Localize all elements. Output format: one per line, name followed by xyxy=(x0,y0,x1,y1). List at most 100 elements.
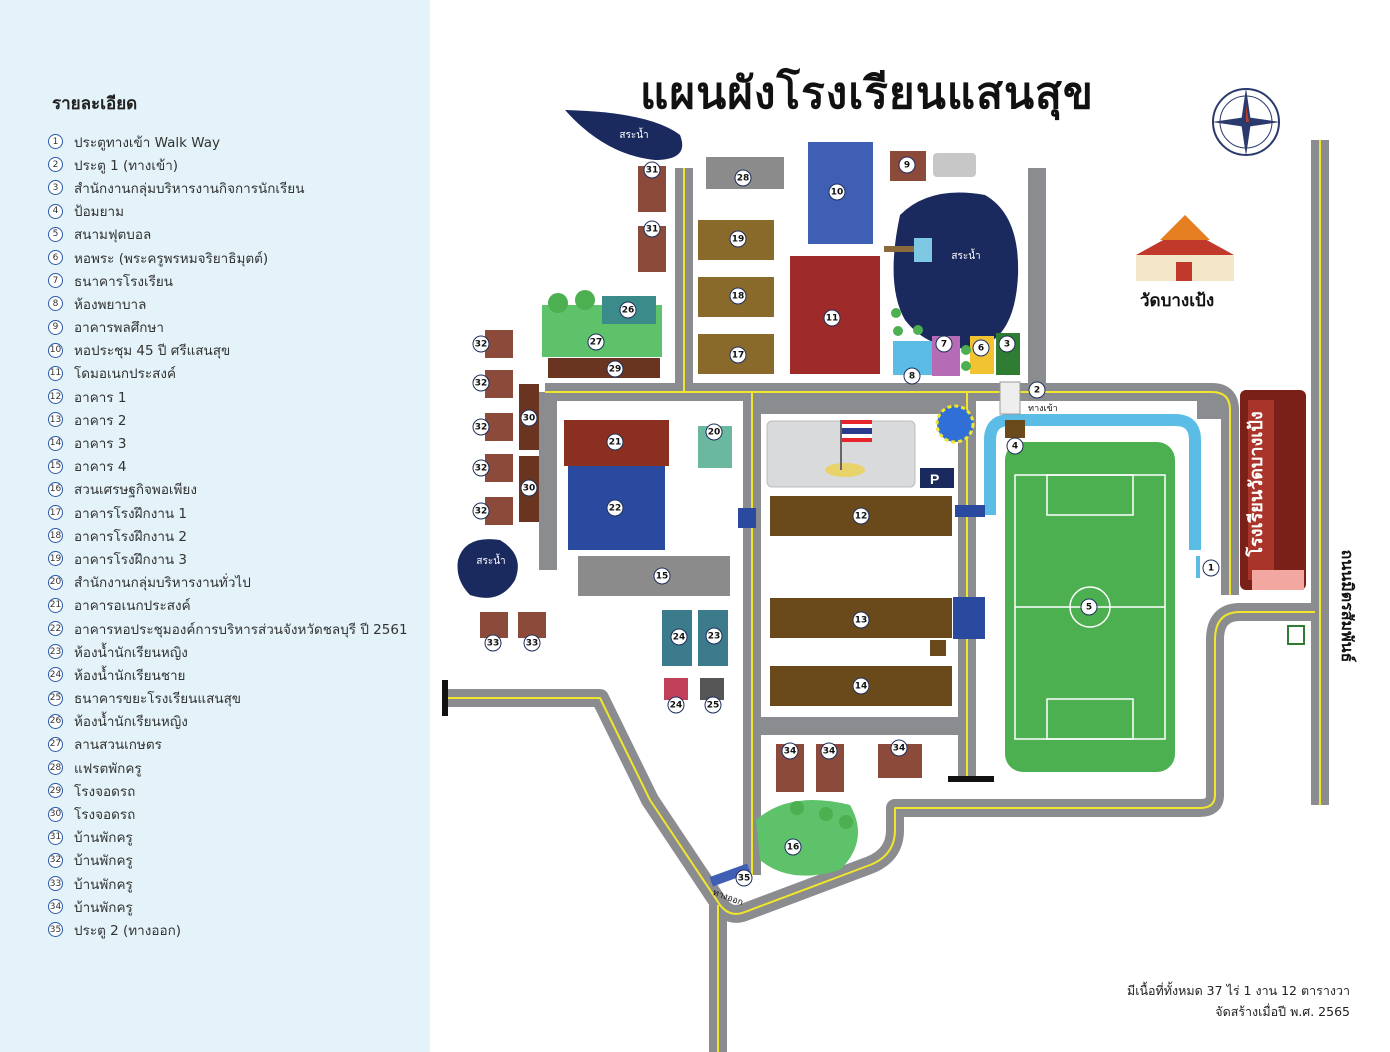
pavilion xyxy=(914,238,932,262)
map-marker[interactable]: 17 xyxy=(729,346,747,364)
map-marker[interactable]: 20 xyxy=(705,423,723,441)
map-marker[interactable]: 3 xyxy=(998,335,1016,353)
map-marker[interactable]: 31 xyxy=(643,161,661,179)
legend-label: โดมอเนกประสงค์ xyxy=(74,366,176,383)
map-marker[interactable]: 8 xyxy=(903,367,921,385)
map-marker[interactable]: 34 xyxy=(820,742,838,760)
legend-label: สวนเศรษฐกิจพอเพียง xyxy=(74,482,197,499)
legend-number: 31 xyxy=(48,829,63,845)
map-marker[interactable]: 34 xyxy=(890,739,908,757)
legend-item: 1 ประตูทางเข้า Walk Way xyxy=(48,130,408,153)
legend-label: ลานสวนเกษตร xyxy=(74,737,162,754)
legend-label: อาคาร 1 xyxy=(74,389,127,406)
legend-number: 28 xyxy=(48,760,63,776)
map-marker[interactable]: 24 xyxy=(667,696,685,714)
map-marker[interactable]: 26 xyxy=(619,301,637,319)
map-title: แผนผังโรงเรียนแสนสุข xyxy=(640,68,1094,119)
map-marker[interactable]: 10 xyxy=(828,183,846,201)
map-marker[interactable]: 32 xyxy=(472,502,490,520)
pond xyxy=(565,110,683,160)
legend-label: ประตู 1 (ทางเข้า) xyxy=(74,157,179,174)
map-marker[interactable]: 31 xyxy=(643,220,661,238)
map-marker[interactable]: 27 xyxy=(587,333,605,351)
map-marker[interactable]: 11 xyxy=(823,309,841,327)
legend-number: 22 xyxy=(48,621,63,637)
map-marker[interactable]: 33 xyxy=(484,634,502,652)
pond-label: สระน้ำ xyxy=(951,248,980,262)
map-marker[interactable]: 23 xyxy=(705,627,723,645)
pond-label: สระน้ำ xyxy=(619,127,648,141)
legend-label: ประตูทางเข้า Walk Way xyxy=(74,134,220,151)
map-marker[interactable]: 16 xyxy=(784,838,802,856)
map-marker[interactable]: 7 xyxy=(935,335,953,353)
temple-icon xyxy=(1136,215,1234,281)
legend-label: ห้องน้ำนักเรียนหญิง xyxy=(74,714,188,731)
pond xyxy=(893,192,1019,349)
gate-bar xyxy=(442,680,448,716)
legend-number: 32 xyxy=(48,852,63,868)
map-marker[interactable]: 4 xyxy=(1006,437,1024,455)
legend-item: 10 หอประชุม 45 ปี ศรีแสนสุข xyxy=(48,339,408,362)
map-marker[interactable]: 9 xyxy=(898,156,916,174)
temple-label: วัดบางเป้ง xyxy=(1140,291,1215,311)
map-marker[interactable]: 5 xyxy=(1080,598,1098,616)
map-marker[interactable]: 28 xyxy=(734,169,752,187)
legend-label: อาคารพลศึกษา xyxy=(74,320,164,337)
map-marker[interactable]: 19 xyxy=(729,230,747,248)
map-marker[interactable]: 32 xyxy=(472,418,490,436)
legend-label: หอพระ (พระครูพรหมจริยาธิมุตต์) xyxy=(74,250,269,267)
map-marker[interactable]: 15 xyxy=(653,567,671,585)
legend-number: 9 xyxy=(48,319,63,335)
map-marker[interactable]: 24 xyxy=(670,628,688,646)
map-marker[interactable]: 32 xyxy=(472,335,490,353)
legend-number: 26 xyxy=(48,713,63,729)
legend-label: สำนักงานกลุ่มบริหารงานกิจการนักเรียน xyxy=(74,180,305,197)
legend-number: 10 xyxy=(48,342,63,358)
legend-number: 12 xyxy=(48,389,63,405)
buildings xyxy=(480,142,1306,887)
map-marker[interactable]: 6 xyxy=(972,339,990,357)
legend-number: 14 xyxy=(48,435,63,451)
map-marker[interactable]: 32 xyxy=(472,459,490,477)
legend-number: 1 xyxy=(48,134,63,150)
map-marker[interactable]: 30 xyxy=(520,409,538,427)
map-marker[interactable]: 21 xyxy=(606,433,624,451)
legend-label: หอประชุม 45 ปี ศรีแสนสุข xyxy=(74,343,231,360)
legend-label: ห้องน้ำนักเรียนหญิง xyxy=(74,644,188,661)
legend-label: อาคาร 3 xyxy=(74,436,127,453)
map-marker[interactable]: 22 xyxy=(606,499,624,517)
legend-number: 21 xyxy=(48,597,63,613)
legend-number: 5 xyxy=(48,226,63,242)
legend-label: อาคารอเนกประสงค์ xyxy=(74,598,191,615)
map-marker[interactable]: 13 xyxy=(852,611,870,629)
map-marker[interactable]: 29 xyxy=(606,360,624,378)
map-marker[interactable]: 25 xyxy=(704,696,722,714)
map-marker[interactable]: 33 xyxy=(523,634,541,652)
map-marker[interactable]: 30 xyxy=(520,479,538,497)
map-marker[interactable]: 34 xyxy=(781,742,799,760)
tree-icons xyxy=(548,290,971,829)
map-marker[interactable]: 35 xyxy=(735,869,753,887)
legend-number: 23 xyxy=(48,644,63,660)
map-marker[interactable]: 32 xyxy=(472,374,490,392)
legend-label: ห้องพยาบาล xyxy=(74,296,147,313)
map-marker[interactable]: 18 xyxy=(729,287,747,305)
map-marker[interactable]: 14 xyxy=(852,677,870,695)
legend-number: 35 xyxy=(48,922,63,938)
legend-number: 15 xyxy=(48,458,63,474)
map-marker[interactable]: 1 xyxy=(1202,559,1220,577)
map-marker[interactable]: 2 xyxy=(1028,381,1046,399)
campus-map: P xyxy=(442,88,1357,1052)
map-marker[interactable]: 12 xyxy=(852,507,870,525)
